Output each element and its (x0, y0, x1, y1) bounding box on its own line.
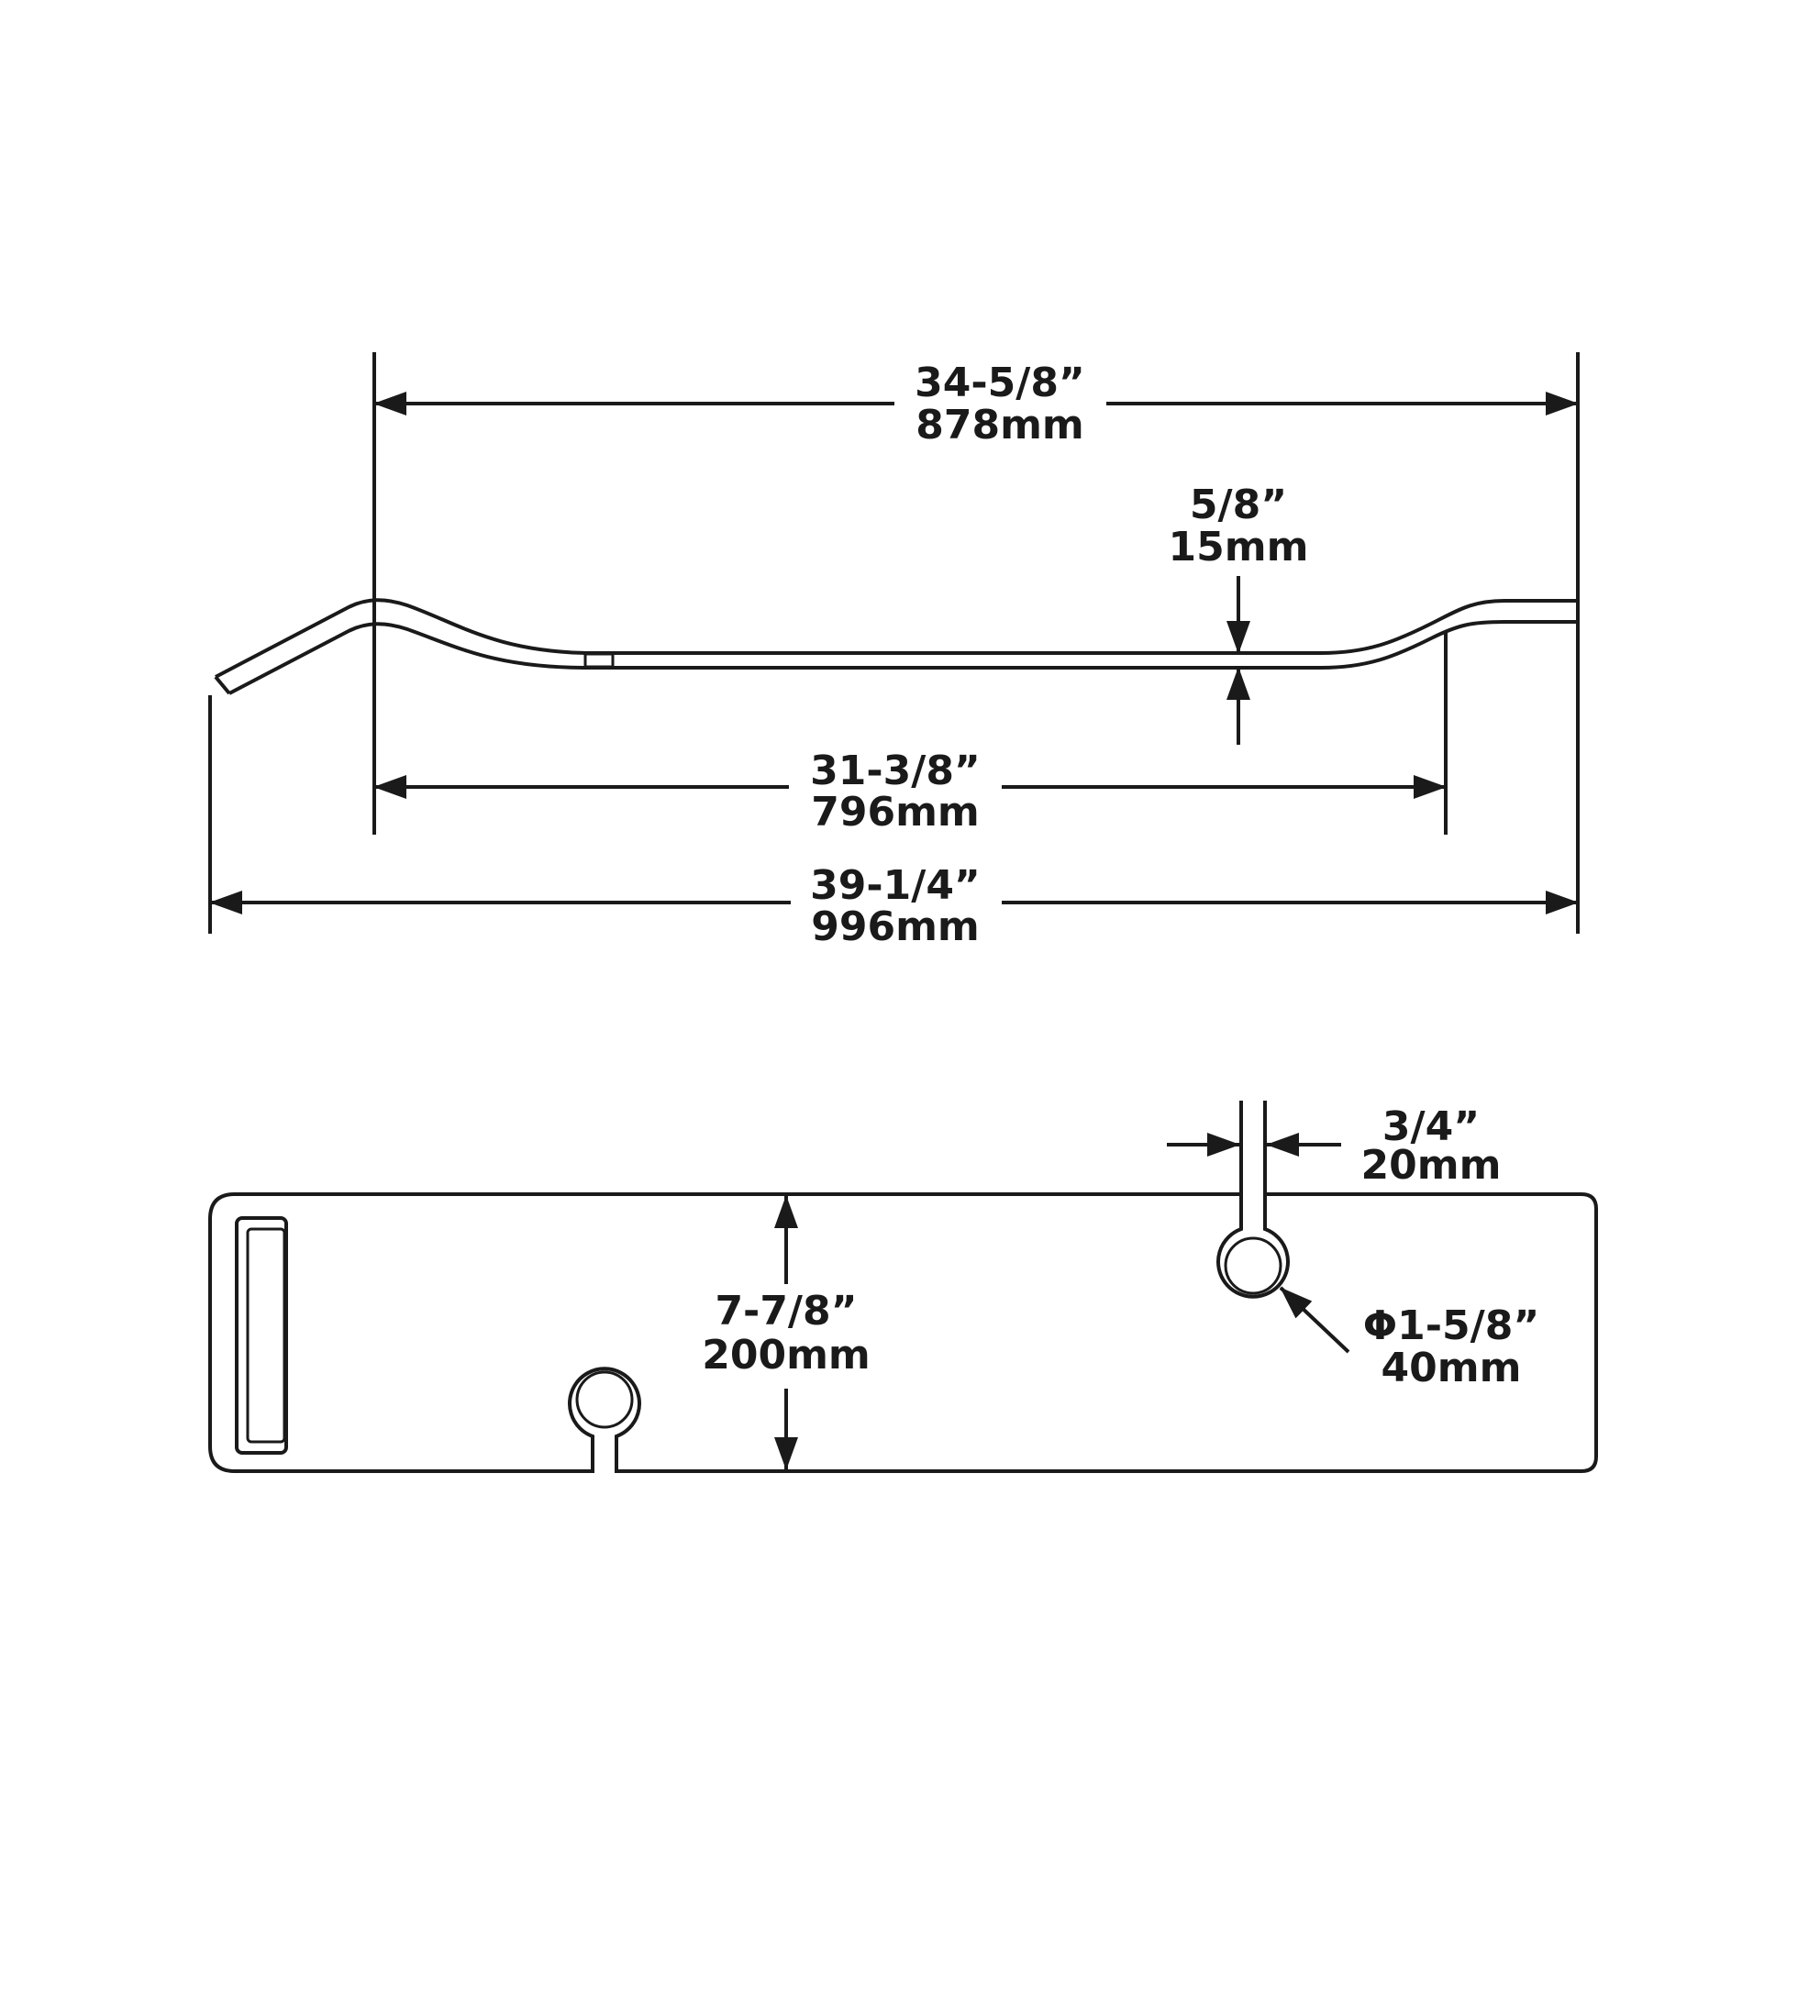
straight-length-metric: 796mm (811, 789, 980, 836)
bar-length-metric: 878mm (916, 402, 1084, 449)
dimension-thickness: 5/8” 15mm (1169, 482, 1309, 745)
hole-inner-right (1224, 1236, 1282, 1295)
overall-length-imperial: 39-1/4” (810, 862, 981, 909)
dimension-straight-length: 31-3/8” 796mm (373, 748, 1447, 836)
pry-bar-side-profile (214, 598, 1580, 695)
slot-width-imperial: 3/4” (1382, 1103, 1480, 1150)
dimension-bar-length: 34-5/8” 878mm (373, 360, 1579, 449)
dimension-hole-diameter: Φ1-5/8” 40mm (1279, 1286, 1540, 1391)
thickness-metric: 15mm (1169, 524, 1309, 570)
straight-length-imperial: 31-3/8” (810, 748, 981, 794)
hole-inner-left (575, 1370, 634, 1429)
dimension-overall-length: 39-1/4” 996mm (209, 862, 1579, 950)
pry-bar-plate-outline (208, 1192, 1598, 1473)
top-view: 7-7/8” 200mm 3/4” 20mm Φ1-5/8” 40mm (208, 1101, 1598, 1473)
width-imperial: 7-7/8” (715, 1288, 857, 1335)
dimension-width: 7-7/8” 200mm (702, 1195, 871, 1470)
overall-length-metric: 996mm (811, 903, 980, 950)
slot-width-metric: 20mm (1361, 1142, 1502, 1189)
width-metric: 200mm (702, 1332, 871, 1379)
hole-diameter-imperial: Φ1-5/8” (1363, 1302, 1540, 1349)
side-view: 34-5/8” 878mm 5/8” 15mm 31-3/8” 796mm 39… (208, 352, 1580, 950)
dimension-slot-width: 3/4” 20mm (1167, 1101, 1501, 1192)
handle-slot (235, 1216, 288, 1455)
hole-diameter-metric: 40mm (1382, 1345, 1522, 1391)
thickness-imperial: 5/8” (1190, 482, 1287, 528)
bar-length-imperial: 34-5/8” (915, 360, 1085, 406)
